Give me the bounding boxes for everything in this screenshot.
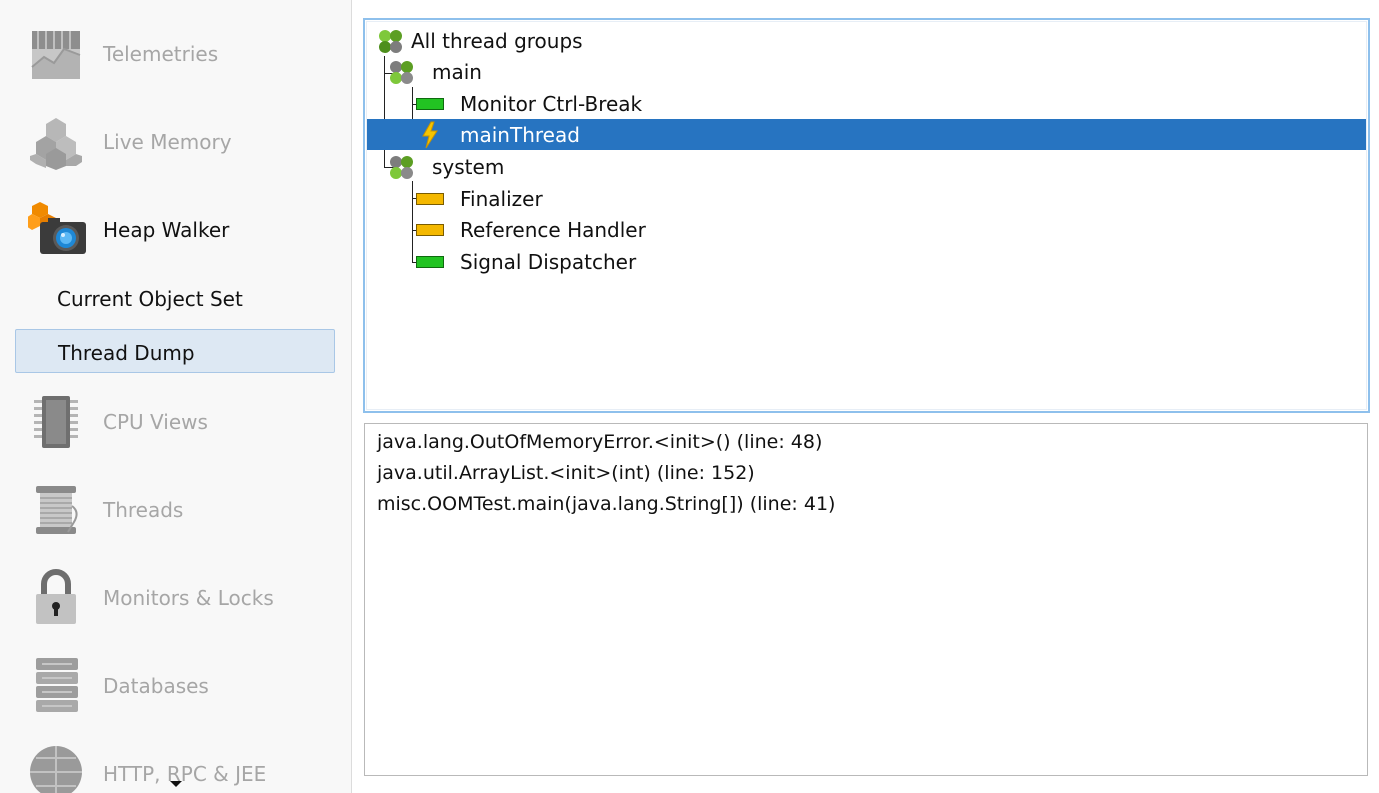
sidebar-item-label: Databases	[103, 674, 209, 698]
sidebar-item-telemetries[interactable]: Telemetries	[0, 10, 351, 98]
memory-blocks-icon	[28, 114, 84, 170]
sidebar-item-label: Live Memory	[103, 130, 232, 154]
tree-connector	[412, 181, 413, 263]
sidebar-item-databases[interactable]: Databases	[0, 642, 351, 730]
sidebar-item-label: Heap Walker	[103, 218, 230, 242]
tree-node-label: mainThread	[460, 123, 580, 147]
sidebar-item-label: HTTP, RPC & JEE	[103, 762, 267, 786]
tree-connector	[384, 56, 385, 168]
sidebar-item-monitors-locks[interactable]: Monitors & Locks	[0, 554, 351, 642]
thread-tree-viewport: All thread groups main Monitor Ctrl-Brea…	[366, 21, 1367, 410]
thread-runnable-icon	[416, 256, 444, 268]
padlock-icon	[28, 568, 84, 624]
tree-node-group-system[interactable]: system	[367, 151, 1366, 182]
tree-node-label: All thread groups	[411, 29, 583, 53]
tree-node-thread[interactable]: Finalizer	[367, 183, 1366, 214]
tree-connector	[384, 73, 395, 74]
view-selector-sidebar: Telemetries Live Memory	[0, 0, 352, 793]
thread-group-icon	[389, 155, 415, 185]
stack-frame[interactable]: java.lang.OutOfMemoryError.<init>() (lin…	[377, 431, 823, 453]
tree-node-thread[interactable]: Reference Handler	[367, 214, 1366, 245]
sidebar-item-label: Monitors & Locks	[103, 586, 274, 610]
stack-frame[interactable]: misc.OOMTest.main(java.lang.String[]) (l…	[377, 493, 836, 515]
tree-connector	[412, 87, 413, 136]
sidebar-item-cpu-views[interactable]: CPU Views	[0, 378, 351, 466]
database-icon	[28, 656, 84, 712]
telemetry-chart-icon	[28, 27, 84, 83]
thread-waiting-icon	[416, 224, 444, 236]
sidebar-item-label: CPU Views	[103, 410, 208, 434]
sidebar-item-live-memory[interactable]: Live Memory	[0, 98, 351, 186]
stack-frame[interactable]: java.util.ArrayList.<init>(int) (line: 1…	[377, 462, 755, 484]
tree-node-label: Reference Handler	[460, 218, 646, 242]
subview-thread-dump[interactable]: Thread Dump	[15, 329, 335, 373]
lightning-icon	[420, 121, 440, 153]
sidebar-item-threads[interactable]: Threads	[0, 466, 351, 554]
tree-node-label: system	[432, 155, 505, 179]
thread-group-icon	[378, 29, 404, 59]
tree-node-label: Signal Dispatcher	[460, 250, 637, 274]
tree-node-root[interactable]: All thread groups	[367, 25, 1366, 56]
heap-walker-camera-icon	[26, 198, 86, 254]
subview-current-object-set[interactable]: Current Object Set	[15, 278, 335, 322]
globe-icon	[28, 744, 84, 793]
tree-node-label: Monitor Ctrl-Break	[460, 92, 643, 116]
subview-label: Thread Dump	[58, 341, 195, 365]
tree-node-thread-selected[interactable]: mainThread	[367, 119, 1366, 150]
thread-tree[interactable]: All thread groups main Monitor Ctrl-Brea…	[363, 18, 1370, 413]
tree-node-label: Finalizer	[460, 187, 543, 211]
thread-group-icon	[389, 60, 415, 90]
thread-runnable-icon	[416, 98, 444, 110]
tree-connector	[384, 167, 395, 168]
tree-node-thread[interactable]: Signal Dispatcher	[367, 246, 1366, 277]
stack-trace-panel[interactable]: java.lang.OutOfMemoryError.<init>() (lin…	[364, 423, 1368, 776]
subview-label: Current Object Set	[57, 287, 243, 311]
tree-node-group-main[interactable]: main	[367, 56, 1366, 87]
thread-waiting-icon	[416, 193, 444, 205]
sidebar-item-label: Threads	[103, 498, 184, 522]
scroll-down-icon[interactable]	[170, 781, 182, 787]
sidebar-item-heap-walker[interactable]: Heap Walker	[0, 186, 351, 274]
tree-node-thread[interactable]: Monitor Ctrl-Break	[367, 88, 1366, 119]
sidebar-item-http-rpc-jee[interactable]: HTTP, RPC & JEE	[0, 730, 351, 793]
tree-node-label: main	[432, 60, 482, 84]
thread-spool-icon	[28, 482, 84, 538]
sidebar-item-label: Telemetries	[103, 42, 219, 66]
cpu-chip-icon	[28, 394, 84, 450]
